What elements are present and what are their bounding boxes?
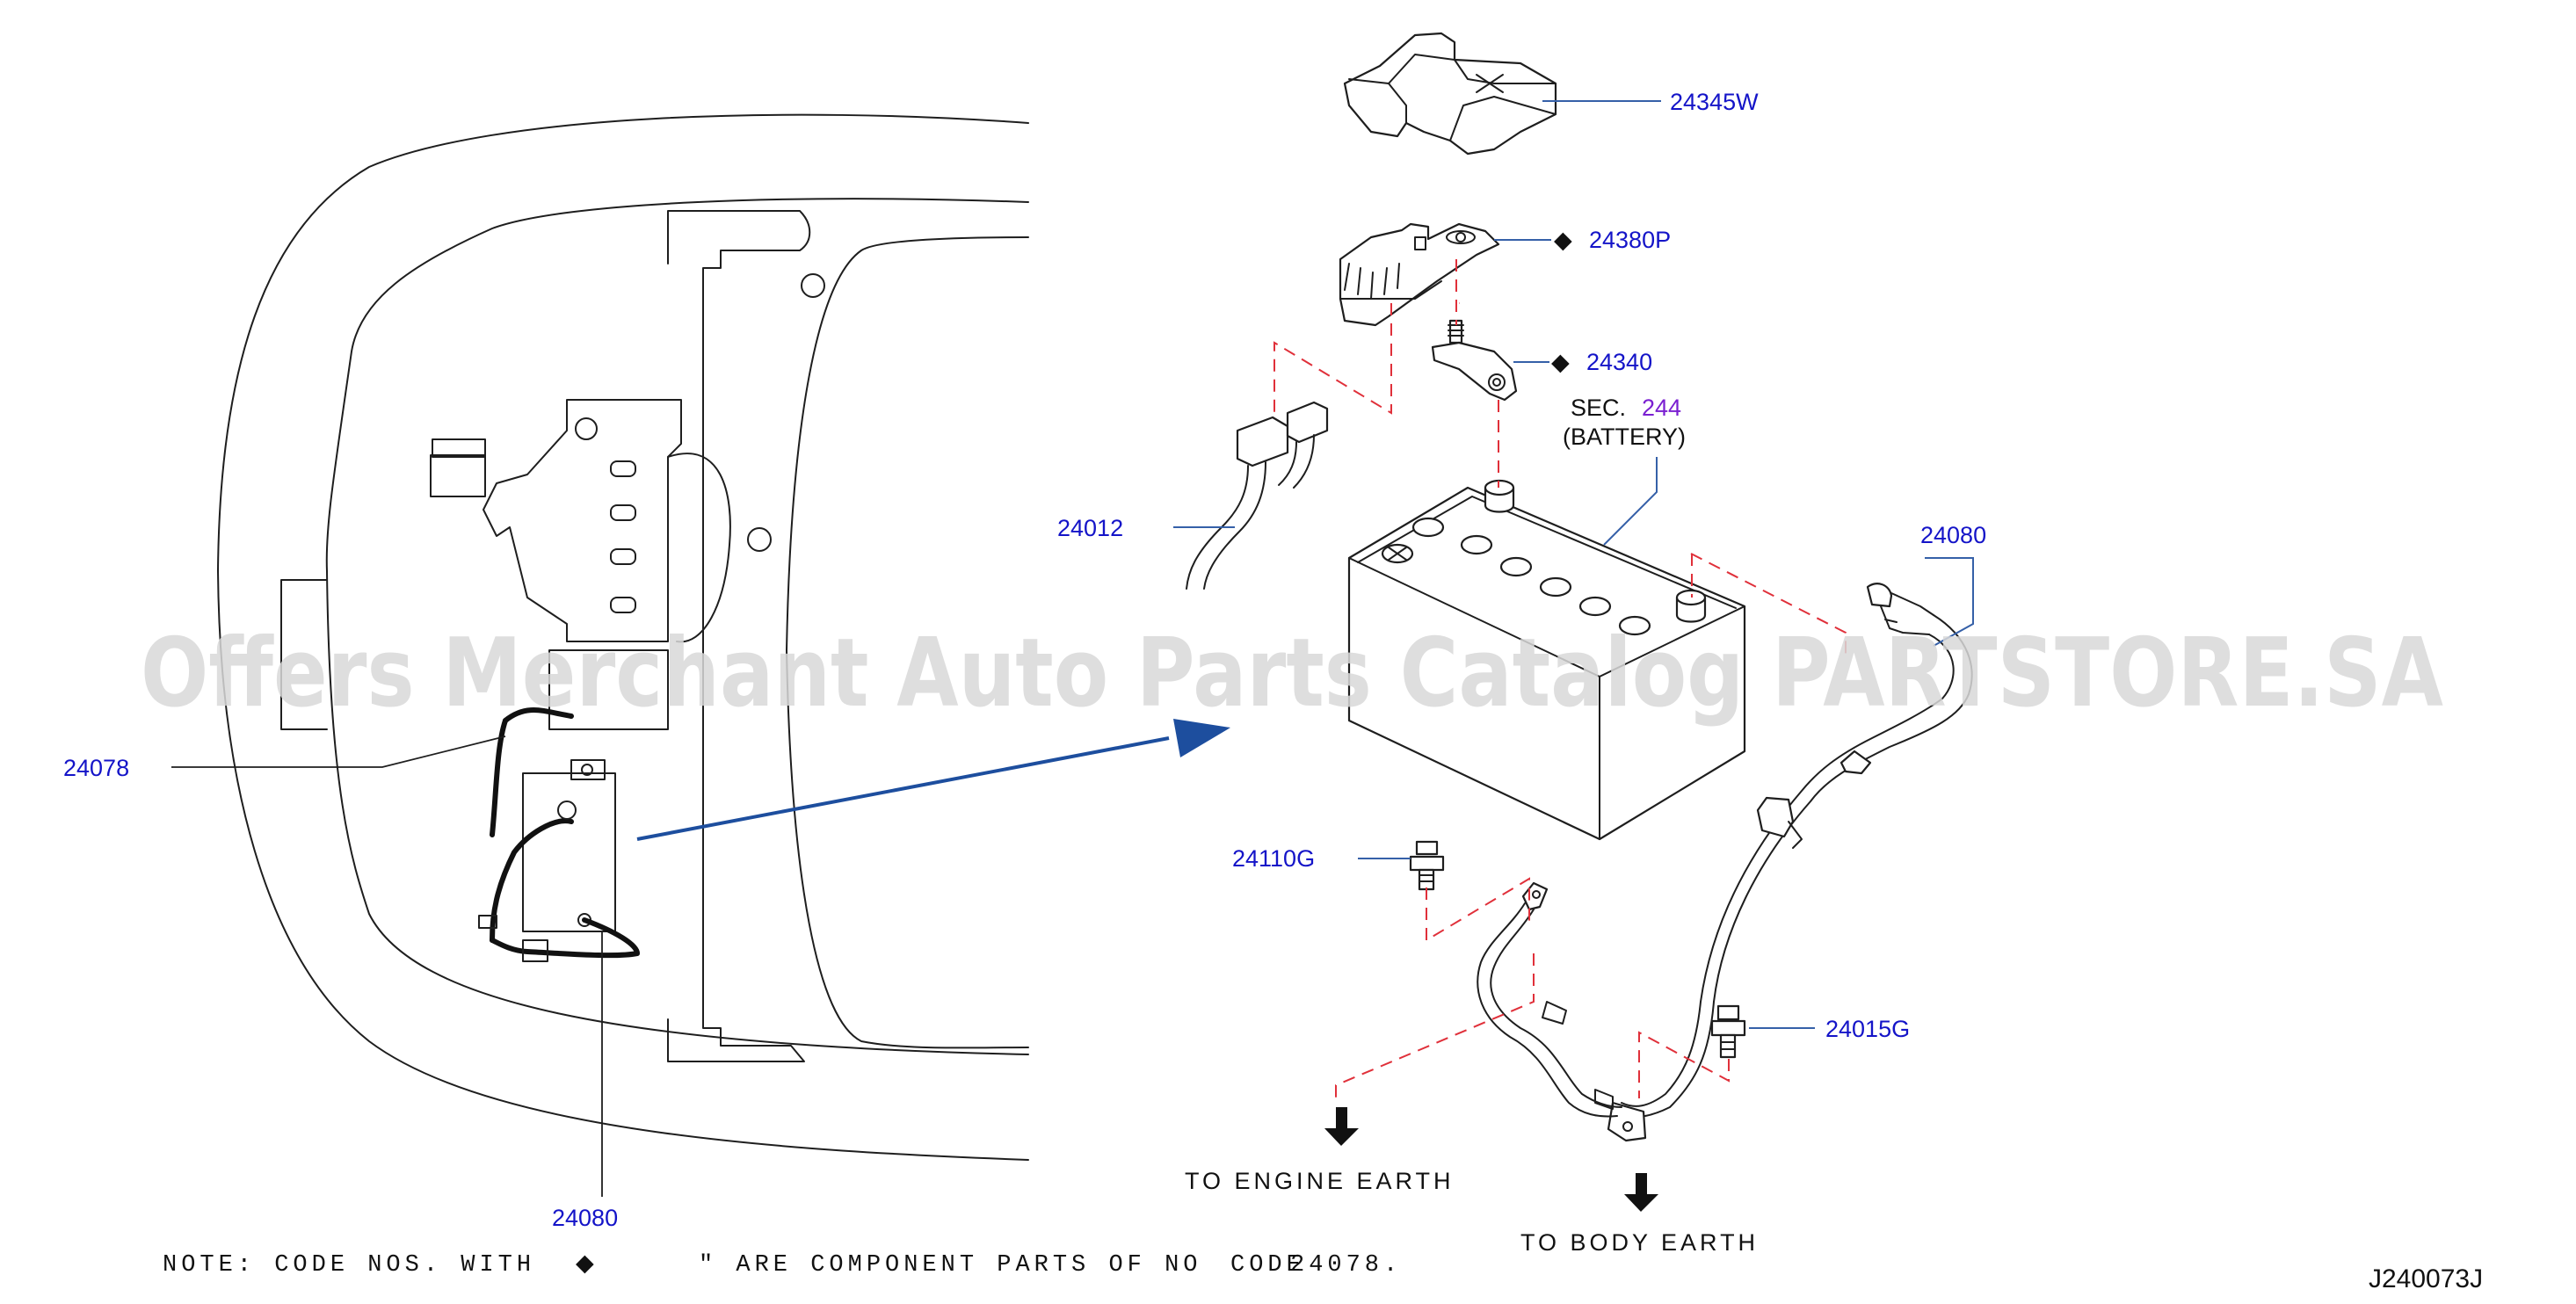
terminal-cover-24345w bbox=[1343, 32, 1557, 156]
label-24080-right[interactable]: 24080 bbox=[1920, 522, 1986, 548]
label-24012[interactable]: 24012 bbox=[1057, 515, 1123, 541]
body-earth-arrow bbox=[1624, 1173, 1658, 1212]
bolt-24110g bbox=[1409, 840, 1445, 891]
fusible-link-24380p bbox=[1339, 222, 1500, 327]
battery-name: (BATTERY) bbox=[1563, 424, 1686, 450]
footnote: NOTE: CODE NOS. WITH ◆ " ARE COMPONENT P… bbox=[163, 1250, 1402, 1279]
battery-body bbox=[1347, 479, 1746, 841]
label-24345w[interactable]: 24345W bbox=[1670, 89, 1759, 115]
note-middle: " ARE COMPONENT PARTS OF NO bbox=[699, 1252, 1201, 1279]
part-labels: 24345W ◆ 24380P ◆ 24340 SEC. 244 (BATTER… bbox=[63, 89, 1986, 1231]
detail-callout-arrow bbox=[636, 719, 1230, 841]
label-24340[interactable]: 24340 bbox=[1586, 349, 1652, 375]
assembly-dashed-lines bbox=[1273, 259, 1847, 1103]
note-start: NOTE: CODE NOS. WITH bbox=[163, 1252, 535, 1279]
watermark: Offers Merchant Auto Parts Catalog PARTS… bbox=[141, 619, 2443, 728]
label-24110g[interactable]: 24110G bbox=[1232, 845, 1315, 872]
harness-24012 bbox=[1186, 401, 1329, 590]
marker-24340: ◆ bbox=[1551, 349, 1570, 375]
battery-sec-number[interactable]: 244 bbox=[1642, 395, 1681, 421]
diagram-code: J240073J bbox=[2369, 1264, 2483, 1293]
engine-earth-arrow bbox=[1324, 1107, 1359, 1146]
cable-24080 bbox=[1477, 583, 1973, 1142]
marker-24380p: ◆ bbox=[1554, 227, 1572, 253]
engine-earth-label: TO ENGINE EARTH bbox=[1185, 1168, 1455, 1194]
note-overlap: CODE bbox=[1230, 1252, 1305, 1279]
label-24078[interactable]: 24078 bbox=[63, 755, 129, 781]
bolt-24015g bbox=[1710, 1004, 1746, 1059]
label-24080-left[interactable]: 24080 bbox=[552, 1205, 618, 1231]
battery-terminal-24340 bbox=[1431, 319, 1518, 402]
label-24015g[interactable]: 24015G bbox=[1825, 1016, 1910, 1042]
body-earth-label: TO BODY EARTH bbox=[1520, 1229, 1759, 1256]
leader-lines bbox=[171, 100, 1974, 1197]
note-tail: 24078. bbox=[1290, 1252, 1402, 1279]
note-marker: ◆ bbox=[576, 1250, 594, 1276]
label-24380p[interactable]: 24380P bbox=[1589, 227, 1671, 253]
vehicle-overview bbox=[217, 113, 1029, 1161]
battery-sec-prefix: SEC. bbox=[1571, 395, 1626, 421]
